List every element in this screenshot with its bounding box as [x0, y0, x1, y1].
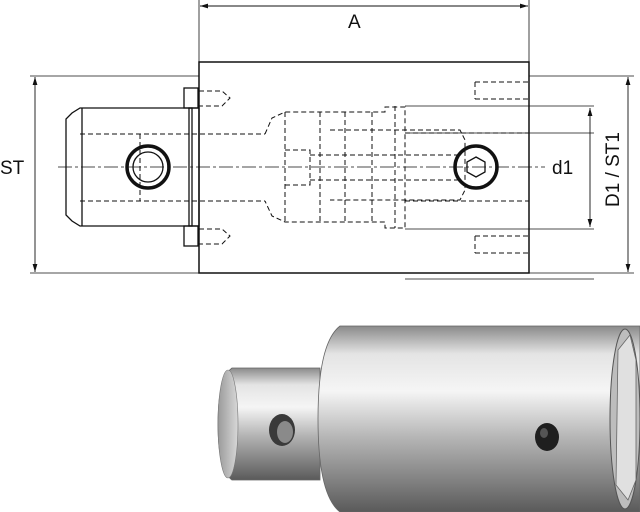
- clamping-screw: [453, 144, 499, 190]
- label-d1: d1: [552, 158, 573, 179]
- label-a: A: [348, 12, 361, 33]
- holder-body-outline: [198, 61, 530, 274]
- shank-cross-hole: [125, 144, 171, 190]
- bolt-head-top: [183, 87, 199, 109]
- bolt-head-bottom: [183, 225, 199, 247]
- label-d1-st1: D1 / ST1: [603, 132, 624, 207]
- render-clamping-screw: [535, 423, 559, 451]
- render-body: [317, 325, 640, 512]
- front-view: [30, 0, 634, 280]
- product-render: [217, 325, 640, 512]
- shank-outline: [65, 107, 193, 227]
- label-st: ST: [0, 158, 25, 179]
